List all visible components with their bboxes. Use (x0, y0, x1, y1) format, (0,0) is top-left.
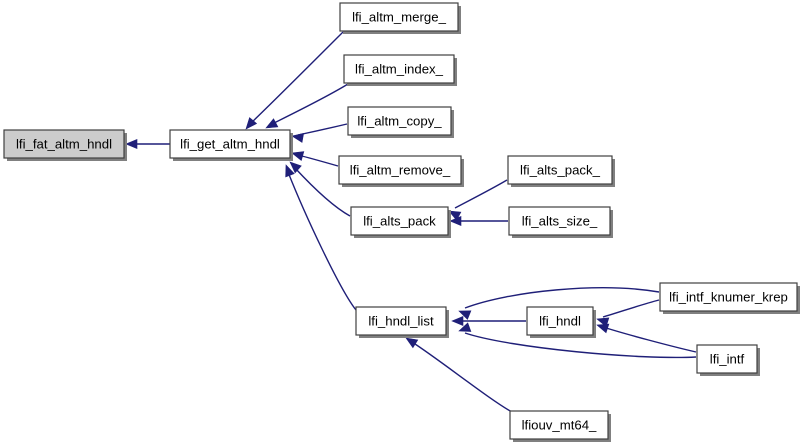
edge-line (287, 171, 357, 311)
node-label: lfi_alts_size_ (522, 213, 598, 228)
node-label: lfi_get_altm_hndl (180, 136, 280, 151)
edge-lfi_alts_size_-to-lfi_alts_pack (449, 215, 508, 227)
edge-lfi_intf_knumer_krep-to-lfi_hndl (596, 299, 660, 328)
node-lfi_altm_remove_[interactable]: lfi_altm_remove_ (338, 155, 464, 187)
edge-line (249, 31, 344, 125)
edge-lfi_altm_merge_-to-lfi_get_altm_hndl (245, 31, 344, 130)
node-box[interactable] (338, 155, 462, 185)
edge-line (602, 326, 697, 353)
node-box[interactable] (509, 410, 609, 440)
node-lfiouv_mt64_[interactable]: lfiouv_mt64_ (509, 410, 611, 442)
node-label: lfi_altm_merge_ (352, 9, 446, 24)
edge-lfi_alts_pack_-to-lfi_alts_pack (448, 179, 508, 221)
edge-line (297, 154, 339, 167)
edge-line (464, 287, 660, 309)
edge-lfi_alts_pack-to-lfi_get_altm_hndl (289, 161, 351, 217)
node-lfi_intf[interactable]: lfi_intf (696, 344, 760, 376)
arrow-head-icon (596, 323, 610, 334)
arrow-head-icon (458, 322, 472, 332)
node-box[interactable] (696, 344, 758, 374)
node-lfi_altm_merge_[interactable]: lfi_altm_merge_ (339, 2, 461, 34)
nodes-layer: lfi_fat_altm_hndl lfi_get_altm_hndl lfi_al… (3, 2, 800, 442)
node-lfi_fat_altm_hndl[interactable]: lfi_fat_altm_hndl (3, 129, 127, 161)
node-lfi_alts_pack_[interactable]: lfi_alts_pack_ (507, 155, 615, 187)
arrow-head-icon (265, 118, 279, 129)
node-box[interactable] (508, 206, 611, 236)
node-lfi_alts_pack[interactable]: lfi_alts_pack (350, 206, 451, 238)
node-lfi_hndl_list[interactable]: lfi_hndl_list (355, 306, 449, 338)
edge-lfi_intf-to-lfi_hndl_list (458, 322, 697, 359)
edge-lfi_hndl-to-lfi_hndl_list (451, 315, 526, 327)
node-label: lfi_fat_altm_hndl (16, 136, 112, 151)
node-label: lfi_alts_pack (363, 213, 436, 228)
node-label: lfi_hndl (539, 313, 581, 328)
node-box[interactable] (507, 155, 613, 185)
edge-line (464, 332, 697, 359)
edge-lfiouv_mt64_-to-lfi_hndl_list (405, 337, 513, 413)
arrow-head-icon (451, 315, 464, 327)
node-lfi_hndl[interactable]: lfi_hndl (526, 306, 596, 338)
edge-line (271, 83, 349, 125)
edge-lfi_get_altm_hndl-to-lfi_fat_altm_hndl (125, 138, 170, 150)
node-box[interactable] (347, 106, 452, 136)
edge-line (454, 179, 508, 209)
node-lfi_altm_index_[interactable]: lfi_altm_index_ (343, 54, 457, 86)
edge-line (602, 299, 660, 318)
edge-lfi_hndl_list-to-lfi_get_altm_hndl (285, 164, 357, 311)
arrow-head-icon (448, 210, 462, 221)
node-box[interactable] (659, 282, 798, 312)
node-box[interactable] (350, 206, 449, 236)
node-label: lfi_hndl_list (368, 313, 434, 328)
arrow-head-icon (458, 310, 472, 320)
arrow-head-icon (245, 117, 258, 130)
edge-line (297, 123, 348, 136)
arrow-head-icon (289, 161, 302, 174)
arrow-head-icon (291, 132, 305, 143)
edge-line (411, 341, 513, 413)
edge-line (294, 167, 351, 217)
edge-lfi_intf-to-lfi_hndl (596, 323, 697, 353)
node-label: lfi_alts_pack_ (520, 162, 601, 177)
node-lfi_alts_size_[interactable]: lfi_alts_size_ (508, 206, 613, 238)
arrow-head-icon (285, 164, 295, 178)
arrow-head-icon (405, 337, 419, 349)
node-box[interactable] (526, 306, 594, 336)
arrow-head-icon (125, 138, 138, 150)
node-label: lfi_altm_remove_ (350, 162, 451, 177)
node-label: lfi_intf (710, 351, 745, 366)
node-label: lfi_altm_index_ (355, 61, 444, 76)
node-lfi_get_altm_hndl[interactable]: lfi_get_altm_hndl (169, 129, 293, 161)
node-label: lfi_altm_copy_ (357, 113, 442, 128)
edges-layer (125, 31, 697, 413)
node-box[interactable] (343, 54, 455, 84)
node-label: lfiouv_mt64_ (522, 417, 597, 432)
node-box[interactable] (3, 129, 125, 159)
node-lfi_altm_copy_[interactable]: lfi_altm_copy_ (347, 106, 454, 138)
edge-lfi_intf_knumer_krep-to-lfi_hndl_list (458, 287, 660, 320)
node-box[interactable] (169, 129, 291, 159)
edge-lfi_altm_remove_-to-lfi_get_altm_hndl (291, 151, 339, 167)
arrow-head-icon (291, 151, 305, 161)
node-lfi_intf_knumer_krep[interactable]: lfi_intf_knumer_krep (659, 282, 800, 314)
edge-lfi_altm_index_-to-lfi_get_altm_hndl (265, 83, 349, 129)
node-box[interactable] (339, 2, 459, 32)
edge-lfi_altm_copy_-to-lfi_get_altm_hndl (291, 123, 348, 143)
arrow-head-icon (449, 215, 462, 227)
node-box[interactable] (355, 306, 447, 336)
node-label: lfi_intf_knumer_krep (669, 289, 788, 304)
